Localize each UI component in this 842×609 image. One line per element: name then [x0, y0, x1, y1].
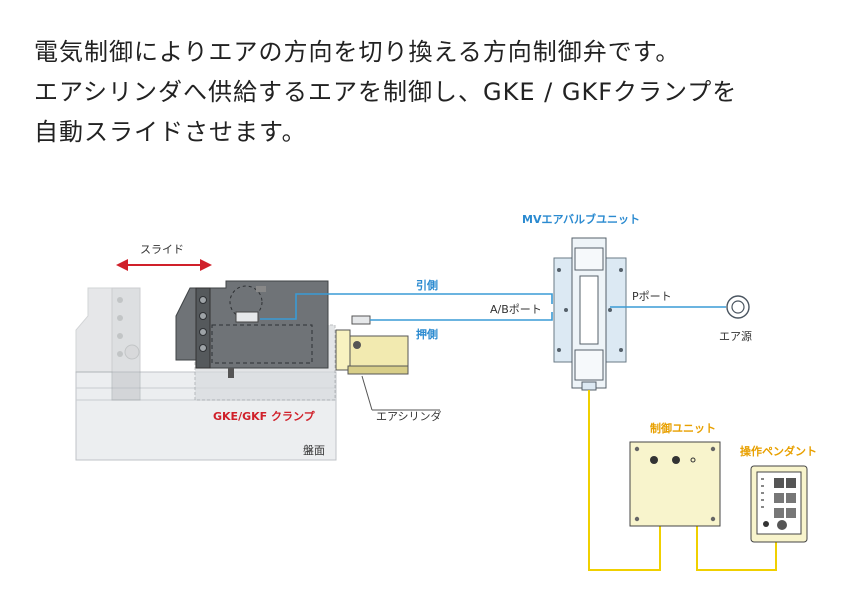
- mv-air-valve-unit: [553, 237, 627, 391]
- air-cylinder-label: エアシリンダ: [376, 409, 442, 423]
- ab-port-label: A/Bポート: [490, 303, 542, 316]
- intro-line-3: 自動スライドさせます。: [34, 118, 307, 146]
- air-source-icon: [726, 295, 750, 319]
- pull-side-label: 引側: [416, 278, 438, 292]
- pull-air-line: [260, 293, 553, 320]
- air-source-label: エア源: [719, 329, 752, 343]
- slide-label: スライド: [140, 243, 184, 256]
- push-side-label: 押側: [416, 327, 438, 341]
- table-surface-label: 盤面: [303, 444, 325, 457]
- air-cylinder-leader: [361, 375, 373, 411]
- clamp-ghost: [75, 287, 141, 401]
- intro-text: 電気制御によりエアの方向を切り換える方向制御弁です。 エアシリンダへ供給するエア…: [34, 32, 824, 152]
- signal-line-pendant: [696, 526, 777, 571]
- control-unit: [629, 441, 721, 527]
- p-port-label: Pポート: [632, 290, 672, 303]
- air-cylinder: [335, 315, 409, 375]
- clamp-label: GKE/GKF クランプ: [213, 409, 316, 423]
- intro-line-1: 電気制御によりエアの方向を切り換える方向制御弁です。: [34, 38, 681, 66]
- mv-unit-label: MVエアバルブユニット: [522, 212, 640, 226]
- control-unit-label: 制御ユニット: [650, 421, 716, 435]
- operation-pendant: [750, 465, 808, 543]
- pendant-label: 操作ペンダント: [740, 444, 817, 458]
- intro-line-2: エアシリンダへ供給するエアを制御し、GKE / GKFクランプを: [34, 78, 738, 106]
- gke-gkf-clamp: [175, 280, 336, 401]
- signal-line-valve: [588, 390, 661, 571]
- push-air-line: [370, 312, 553, 321]
